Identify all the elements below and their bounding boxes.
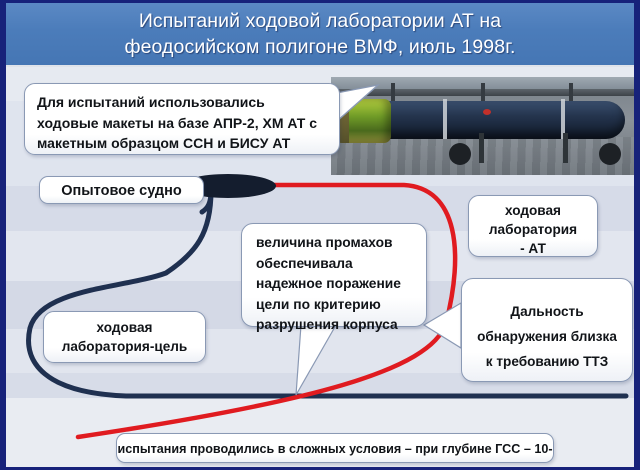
callout-dalnost-line-3: к требованию ТТЗ bbox=[485, 354, 609, 369]
callout-tail-dalnost bbox=[422, 301, 462, 350]
torpedo-strap bbox=[443, 99, 447, 139]
callout-tail-velichina bbox=[295, 324, 338, 396]
trolley-wheel bbox=[449, 143, 471, 165]
callout-dalnost-line-1: Дальность bbox=[510, 304, 584, 319]
callout-opytovoe-sudno[interactable]: Опытовое судно bbox=[39, 176, 204, 204]
callout-velichina-promahov[interactable]: величина промахов обеспечивала надежное … bbox=[241, 223, 427, 332]
callout-cel-line-1: ходовая bbox=[96, 320, 153, 335]
torpedo-body bbox=[373, 101, 625, 139]
callout-bottom-conditions[interactable]: испытания проводились в сложных условия … bbox=[116, 433, 554, 463]
torpedo-strap bbox=[561, 99, 565, 139]
callout-makety[interactable]: Для испытаний использовались ходовые мак… bbox=[24, 83, 340, 155]
callout-hodovaya-laboratoriya-at[interactable]: ходовая лаборатория - АТ bbox=[468, 195, 598, 257]
red-trajectory-path bbox=[75, 182, 458, 440]
callout-hodovaya-laboratoriya-cel[interactable]: ходовая лаборатория-цель bbox=[43, 311, 206, 363]
callout-dalnost-obnaruzheniya[interactable]: Дальность обнаружения близка к требовани… bbox=[461, 278, 633, 382]
slide-header-bar: Испытаний ходовой лаборатории АТ на феод… bbox=[6, 3, 634, 67]
trolley-leg bbox=[563, 133, 568, 163]
trolley-post bbox=[481, 83, 485, 113]
page-title: Испытаний ходовой лаборатории АТ на феод… bbox=[28, 8, 612, 60]
callout-hodlab-line-2: лаборатория bbox=[488, 222, 578, 237]
page-title-line-1: Испытаний ходовой лаборатории АТ на bbox=[138, 10, 502, 32]
ship-ellipse-marker bbox=[180, 174, 276, 198]
callout-velichina-text: величина промахов обеспечивала надежное … bbox=[256, 235, 401, 332]
callout-dalnost-line-2: обнаружения близка bbox=[477, 329, 617, 344]
trolley-wheel bbox=[599, 143, 621, 165]
callout-hodlab-line-3: - АТ bbox=[520, 241, 546, 256]
torpedo-photo bbox=[331, 77, 634, 175]
page-title-line-2: феодосийском полигоне ВМФ, июль 1998г. bbox=[124, 36, 516, 58]
navy-ship-track-path bbox=[26, 188, 629, 399]
trolley-leg bbox=[479, 133, 484, 163]
trolley-post bbox=[391, 83, 395, 113]
callout-cel-line-2: лаборатория-цель bbox=[61, 339, 188, 354]
callout-makety-text: Для испытаний использовались ходовые мак… bbox=[37, 94, 318, 151]
torpedo-red-marker bbox=[483, 109, 491, 115]
callout-opytovoe-sudno-text: Опытовое судно bbox=[61, 183, 182, 199]
callout-hodlab-line-1: ходовая bbox=[505, 203, 561, 218]
trolley-post bbox=[569, 83, 573, 113]
